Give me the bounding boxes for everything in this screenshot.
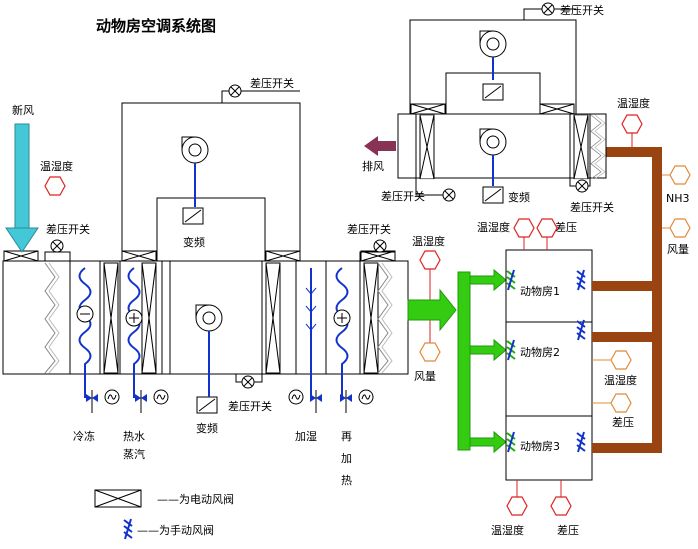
- electric-damper-icon: [410, 103, 446, 115]
- coil-icon: [125, 267, 143, 398]
- air-volume-label: 风量: [414, 370, 436, 383]
- vfd-label: 变频: [508, 190, 530, 204]
- legend: ——为电动风阀 ——为手动风阀: [94, 489, 234, 540]
- diff-pressure-switch-label: 差压开关: [228, 399, 272, 413]
- temp-humidity-label: 温湿度: [412, 234, 445, 248]
- room-label: 动物房1: [520, 284, 560, 298]
- temp-humidity-label: 温湿度: [491, 523, 524, 537]
- actuator-icon: [288, 389, 304, 405]
- vfd-icon: [182, 207, 204, 225]
- sensor-icon: [513, 218, 535, 238]
- sensor-icon: [610, 350, 632, 370]
- legend-electric-damper: ——为电动风阀: [157, 492, 234, 506]
- supply-duct: [407, 268, 507, 454]
- exhaust-duct: [592, 147, 662, 453]
- pressure-switch-icon: [442, 188, 456, 202]
- temp-humidity-label: 温湿度: [477, 220, 510, 234]
- vfd-icon: [196, 396, 218, 414]
- diff-pressure-label: 差压: [557, 523, 579, 537]
- room-label: 动物房2: [520, 345, 560, 359]
- diff-pressure-switch-label: 差压开关: [250, 76, 294, 90]
- sensor-icon: [536, 218, 558, 238]
- sensor-icon: [550, 496, 572, 516]
- diff-pressure-switch-label: 差压开关: [560, 3, 604, 17]
- electric-damper-icon: [121, 250, 157, 262]
- actuator-icon: [358, 389, 374, 405]
- hot-water-label: 热水: [123, 430, 145, 443]
- diff-pressure-label: 差压: [612, 415, 634, 429]
- sensor-icon: [44, 176, 66, 196]
- vfd-icon: [482, 186, 504, 204]
- pressure-switch-icon: [241, 375, 255, 389]
- temp-humidity-label: 温湿度: [617, 96, 650, 110]
- fan-icon: [479, 128, 507, 156]
- pressure-switch-icon: [373, 239, 387, 253]
- pressure-switch-icon: [228, 84, 242, 98]
- vfd-label: 变频: [196, 421, 218, 435]
- temp-humidity-label: 温湿度: [604, 373, 637, 387]
- coil-icon: [333, 267, 351, 398]
- steam-label: 蒸汽: [123, 447, 145, 461]
- fresh-air-arrow: [5, 123, 39, 253]
- pressure-switch-icon: [50, 239, 64, 253]
- reheat-label-3: 热: [341, 474, 352, 487]
- fan-icon: [181, 136, 209, 164]
- reheat-label-2: 加: [341, 452, 352, 465]
- exhaust-label: 排风: [362, 159, 384, 173]
- diff-pressure-switch-label: 差压开关: [46, 222, 90, 236]
- sensor-icon: [669, 218, 691, 238]
- vfd-label: 变频: [183, 235, 205, 249]
- vfd-icon: [482, 83, 504, 101]
- humidifier: [305, 268, 317, 398]
- room-label: 动物房3: [520, 439, 560, 453]
- sensor-icon: [419, 342, 441, 362]
- legend-manual-damper: ——为手动风阀: [137, 523, 214, 537]
- sensor-icon: [610, 393, 632, 413]
- air-volume-label: 风量: [667, 243, 689, 256]
- electric-damper-icon: [3, 250, 39, 262]
- actuator-icon: [104, 389, 120, 405]
- humidify-label: 加湿: [295, 430, 317, 443]
- page-title: 动物房空调系统图: [96, 17, 216, 35]
- fresh-air-label: 新风: [12, 103, 34, 117]
- sensor-icon: [621, 114, 643, 134]
- electric-damper-icon: [539, 103, 575, 115]
- electric-damper-icon: [265, 250, 301, 262]
- nh3-label: NH3: [666, 192, 690, 205]
- diff-pressure-label: 差压: [555, 220, 577, 234]
- pressure-switch-icon: [575, 179, 589, 193]
- fan-icon: [195, 304, 223, 332]
- exhaust-arrow: [364, 136, 396, 156]
- sensor-icon: [669, 165, 691, 185]
- pressure-switch-icon: [541, 2, 555, 16]
- sensor-icon: [419, 250, 441, 270]
- actuator-icon: [153, 389, 169, 405]
- temp-humidity-label: 温湿度: [40, 159, 73, 173]
- cooling-label: 冷冻: [73, 429, 95, 443]
- diff-pressure-switch-label: 差压开关: [570, 200, 614, 214]
- diff-pressure-switch-label: 差压开关: [381, 189, 425, 203]
- fan-icon: [479, 30, 507, 58]
- diff-pressure-switch-label: 差压开关: [347, 222, 391, 236]
- coil-icon: [76, 267, 94, 398]
- reheat-label-1: 再: [341, 430, 352, 443]
- sensor-icon: [506, 496, 528, 516]
